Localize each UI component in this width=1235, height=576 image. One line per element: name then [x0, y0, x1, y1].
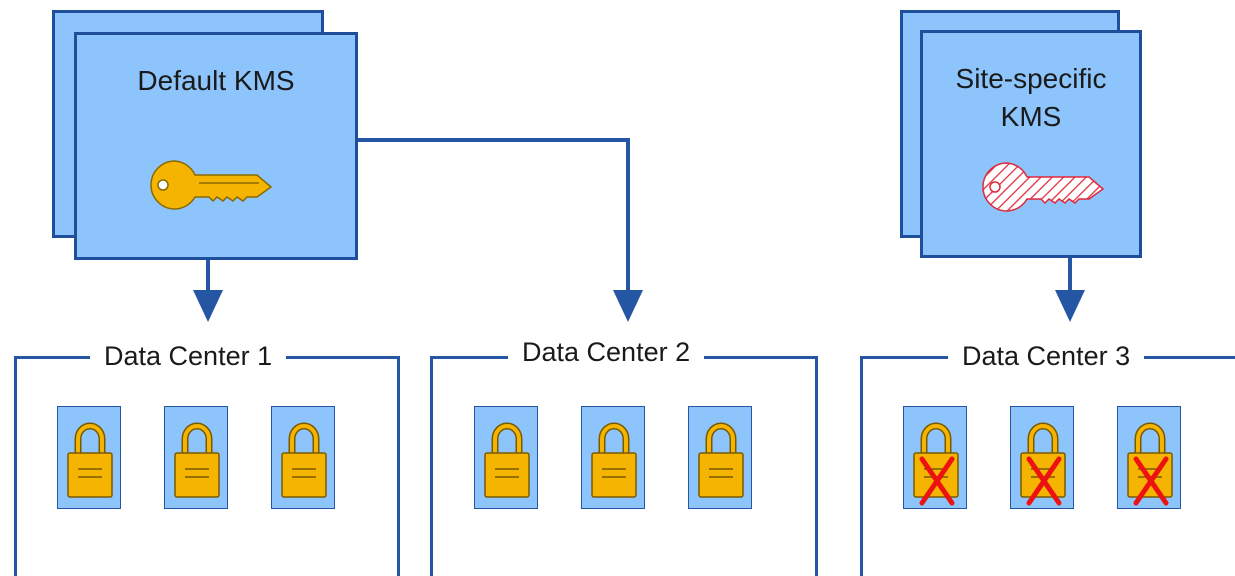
default-kms-title: Default KMS [137, 65, 295, 96]
padlock-icon [484, 422, 530, 498]
lock-tile [164, 406, 228, 509]
lock-tile [688, 406, 752, 509]
arrowhead-dc3 [1055, 290, 1085, 322]
data-center-2-label: Data Center 2 [508, 336, 705, 368]
padlock-icon [281, 422, 327, 498]
site-kms-title-line1: Site-specific [955, 63, 1107, 94]
padlock-icon [698, 422, 744, 498]
data-center-1-label: Data Center 1 [90, 340, 287, 372]
site-kms-card: Site-specific KMS [920, 30, 1142, 258]
lock-tile [57, 406, 121, 509]
data-center-3-label: Data Center 3 [948, 340, 1145, 372]
padlock-icon [174, 422, 220, 498]
default-kms-card: Default KMS [74, 32, 358, 260]
red-x-icon [1026, 456, 1062, 506]
gold-key-icon [149, 155, 289, 220]
arrowhead-dc1 [193, 290, 223, 322]
red-x-icon [919, 456, 955, 506]
hatched-red-key-icon [981, 157, 1121, 222]
lock-tile [903, 406, 967, 509]
lock-tile [474, 406, 538, 509]
lock-tile [1117, 406, 1181, 509]
padlock-icon [591, 422, 637, 498]
lock-tile [581, 406, 645, 509]
padlock-icon [67, 422, 113, 498]
arrow-kms1-to-dc2 [356, 138, 630, 290]
padlock-icon [913, 422, 959, 506]
red-x-icon [1133, 456, 1169, 506]
site-kms-title-line2: KMS [1000, 101, 1062, 132]
padlock-icon [1127, 422, 1173, 506]
arrowhead-dc2 [613, 290, 643, 322]
lock-tile [1010, 406, 1074, 509]
padlock-icon [1020, 422, 1066, 506]
lock-tile [271, 406, 335, 509]
